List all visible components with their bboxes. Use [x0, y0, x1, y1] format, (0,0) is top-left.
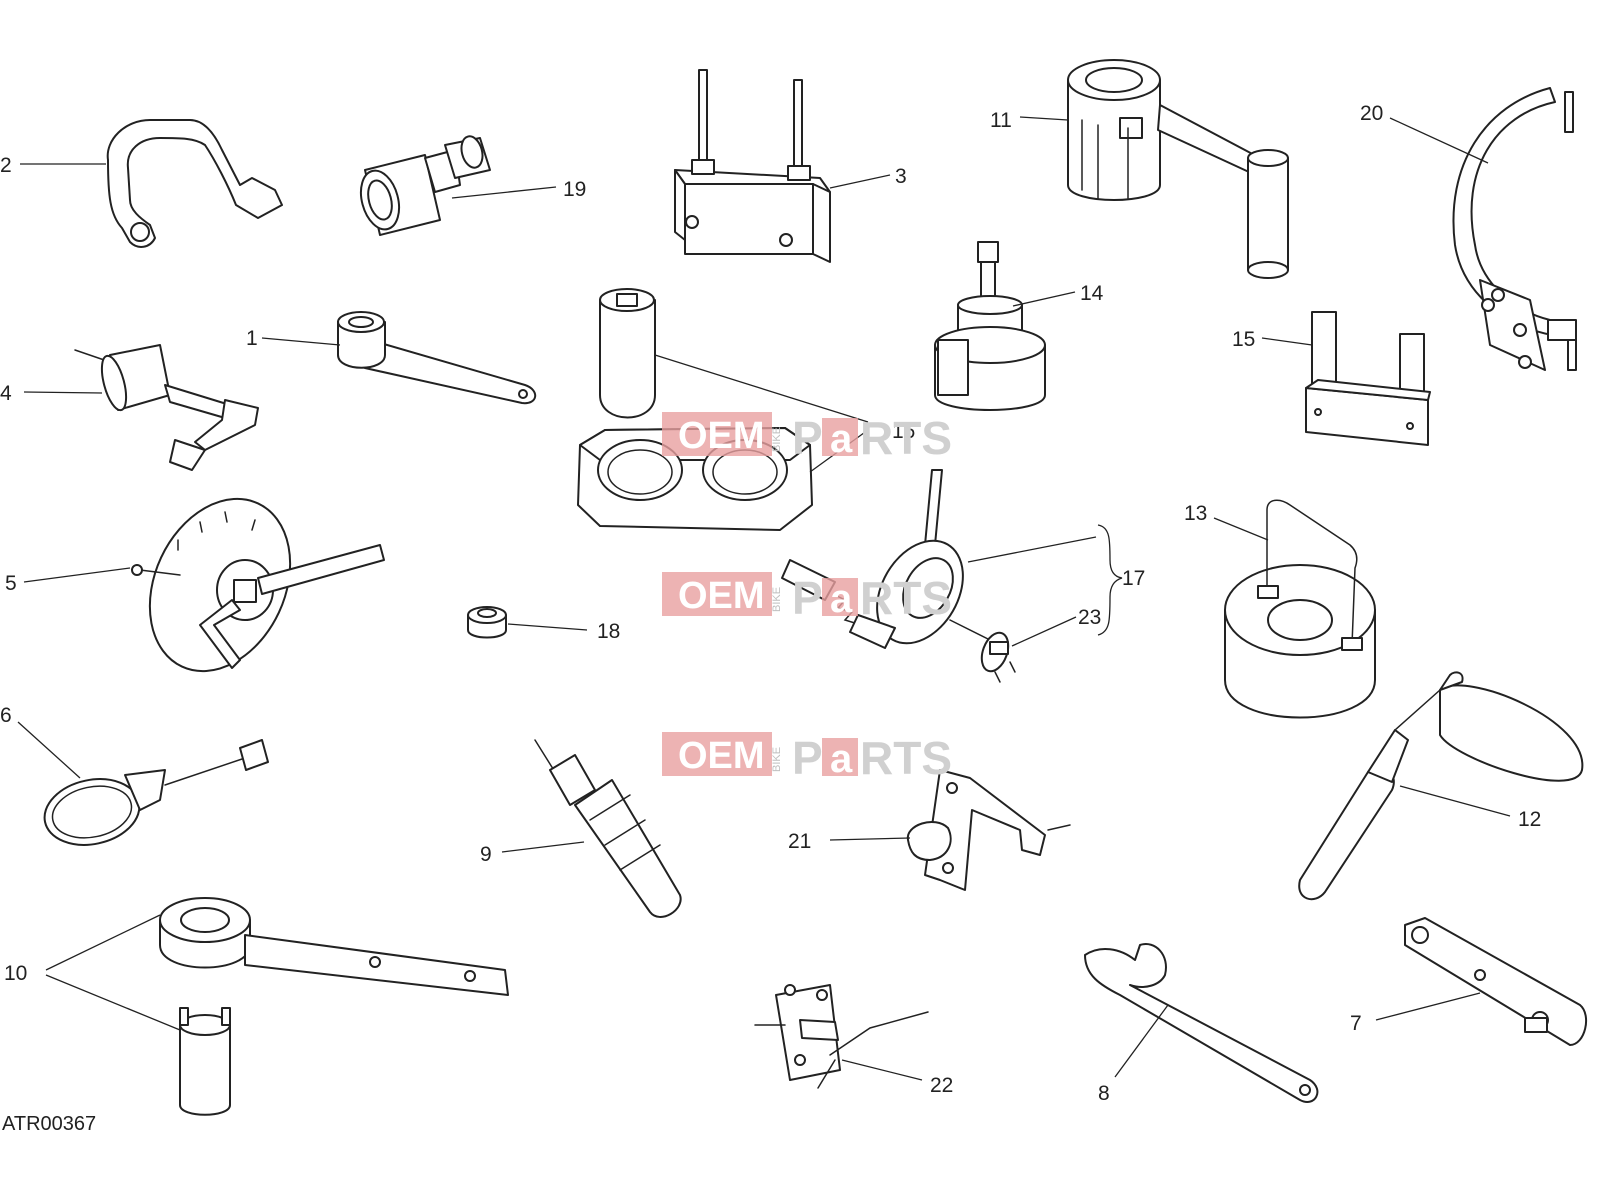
callout-13: 13	[1184, 502, 1207, 525]
callout-17: 17	[1122, 567, 1145, 590]
callout-1: 1	[246, 327, 258, 350]
part-12-ratchet-handle[interactable]	[1298, 671, 1584, 901]
callout-21: 21	[788, 830, 811, 853]
drawing-code: ATR00367	[2, 1113, 96, 1135]
part-8-open-wrench[interactable]	[1084, 943, 1319, 1103]
callout-22: 22	[930, 1074, 953, 1097]
svg-text:RTS: RTS	[860, 412, 952, 464]
part-15-u-frame[interactable]	[1305, 311, 1431, 446]
watermark-3: OEM BIKE P a RTS	[662, 732, 952, 784]
callout-12: 12	[1518, 808, 1541, 831]
part-9-pin-punch[interactable]	[534, 739, 682, 918]
svg-text:OEM: OEM	[678, 735, 765, 777]
svg-text:P: P	[792, 412, 823, 464]
watermark-2: OEM BIKE P a RTS	[662, 572, 952, 624]
callout-4: 4	[0, 382, 12, 405]
part-17-gauge-assembly[interactable]	[781, 469, 1016, 683]
callout-3: 3	[895, 165, 907, 188]
part-19-socket[interactable]	[355, 134, 491, 236]
svg-text:a: a	[830, 737, 853, 781]
part-10-hook-wrench-socket[interactable]	[159, 897, 509, 1116]
part-20-arc-bracket[interactable]	[1452, 87, 1577, 371]
svg-text:RTS: RTS	[860, 732, 952, 784]
part-21-bracket-knob[interactable]	[906, 769, 1071, 891]
part-14-puller-body[interactable]	[934, 241, 1046, 411]
part-6-strap-wrench[interactable]	[38, 739, 269, 853]
part-4-t-handle[interactable]	[74, 344, 259, 471]
svg-text:RTS: RTS	[860, 572, 952, 624]
callout-20: 20	[1360, 102, 1383, 125]
watermark-1: OEM BIKE P a RTS	[662, 412, 952, 464]
callout-2: 2	[0, 154, 12, 177]
part-18-small-nut[interactable]	[467, 606, 507, 639]
callout-8: 8	[1098, 1082, 1110, 1105]
svg-text:a: a	[830, 417, 853, 461]
svg-text:OEM: OEM	[678, 415, 765, 457]
callout-10: 10	[4, 962, 27, 985]
part-22-flange-tool[interactable]	[754, 984, 929, 1089]
svg-text:P: P	[792, 732, 823, 784]
callout-19: 19	[563, 178, 586, 201]
part-13-flywheel-holder[interactable]	[1224, 499, 1376, 719]
svg-text:BIKE: BIKE	[771, 747, 783, 772]
callout-15: 15	[1232, 328, 1255, 351]
part-2-bent-handle[interactable]	[106, 119, 283, 248]
callout-9: 9	[480, 843, 492, 866]
callout-14: 14	[1080, 282, 1104, 305]
svg-text:P: P	[792, 572, 823, 624]
callout-7: 7	[1350, 1012, 1362, 1035]
part-3-plate-with-studs[interactable]	[674, 69, 831, 263]
svg-text:BIKE: BIKE	[771, 427, 783, 452]
part-5-degree-wheel[interactable]	[123, 476, 385, 694]
callout-16: 16	[892, 420, 915, 443]
callout-11: 11	[990, 109, 1012, 132]
part-7-lever[interactable]	[1404, 917, 1588, 1046]
callout-5: 5	[5, 572, 17, 595]
svg-text:OEM: OEM	[678, 575, 765, 617]
callout-6: 6	[0, 704, 12, 727]
svg-text:BIKE: BIKE	[771, 587, 783, 612]
part-11-puller-with-arm[interactable]	[1067, 59, 1289, 279]
svg-text:a: a	[830, 577, 853, 621]
part-16-socket-and-plate[interactable]	[577, 288, 813, 531]
callout-23: 23	[1078, 606, 1101, 629]
part-1-hook-wrench[interactable]	[337, 311, 537, 405]
callout-18: 18	[597, 620, 620, 643]
